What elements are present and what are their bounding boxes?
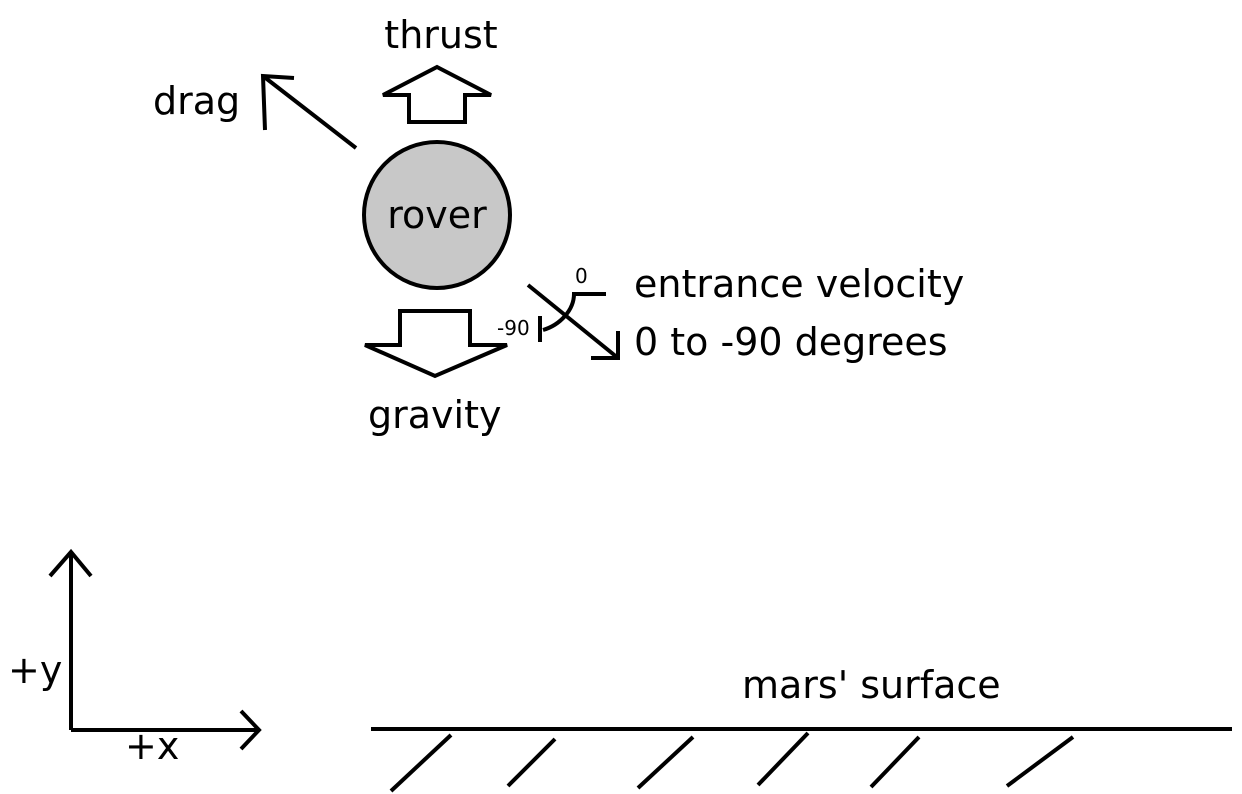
rover-label: rover xyxy=(387,193,487,237)
angle-range-indicator xyxy=(538,292,606,342)
thrust-arrow xyxy=(382,64,492,124)
angle-zero-label: 0 xyxy=(575,264,588,288)
y-axis-label: +y xyxy=(8,648,62,692)
rover-body xyxy=(362,140,512,290)
drag-arrow xyxy=(260,73,358,150)
entrance-velocity-range-label: 0 to -90 degrees xyxy=(634,320,948,364)
thrust-label: thrust xyxy=(384,13,497,57)
mars-surface xyxy=(371,727,1232,793)
entrance-velocity-arrow xyxy=(526,283,620,360)
x-axis xyxy=(71,709,262,751)
gravity-label: gravity xyxy=(368,393,501,437)
x-axis-label: +x xyxy=(125,724,179,768)
gravity-arrow xyxy=(364,309,508,379)
angle-minus-90-label: -90 xyxy=(497,316,530,340)
y-axis xyxy=(48,548,93,730)
drag-label: drag xyxy=(153,79,240,123)
entrance-velocity-label: entrance velocity xyxy=(634,262,964,306)
mars-surface-label: mars' surface xyxy=(742,663,1001,707)
